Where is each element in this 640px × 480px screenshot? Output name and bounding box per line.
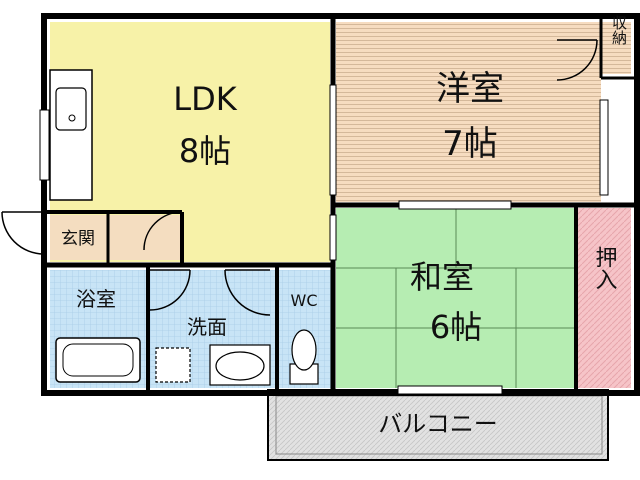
balcony-label: バルコニー <box>378 410 498 438</box>
kitchen-counter <box>49 69 93 201</box>
ldk-name: LDK <box>173 80 237 118</box>
entrance-label: 玄関 <box>61 229 95 249</box>
western-room-floor <box>336 22 601 202</box>
ldk-size: 8帖 <box>179 132 231 170</box>
closet-label: 押入 <box>592 246 618 290</box>
western-room-name: 洋室 <box>436 69 504 109</box>
bath-label: 浴室 <box>76 287 116 311</box>
entrance-floor <box>50 215 180 260</box>
windows <box>39 84 609 395</box>
storage-floor <box>601 22 631 74</box>
bathtub <box>55 337 141 383</box>
japanese-room-name: 和室 <box>410 258 474 296</box>
washbasin <box>209 344 271 386</box>
washing-machine-pan <box>155 347 191 383</box>
western-room-size: 7帖 <box>442 124 498 164</box>
closet-floor <box>578 208 631 388</box>
storage-label: 収納 <box>610 15 628 46</box>
wc-label: WC <box>291 291 318 310</box>
toilet <box>289 329 319 385</box>
washroom-label: 洗面 <box>187 315 227 339</box>
balcony-floor <box>267 389 609 461</box>
doors <box>1 39 598 316</box>
tatami-lines <box>336 208 576 388</box>
japanese-room-size: 6帖 <box>430 308 482 346</box>
